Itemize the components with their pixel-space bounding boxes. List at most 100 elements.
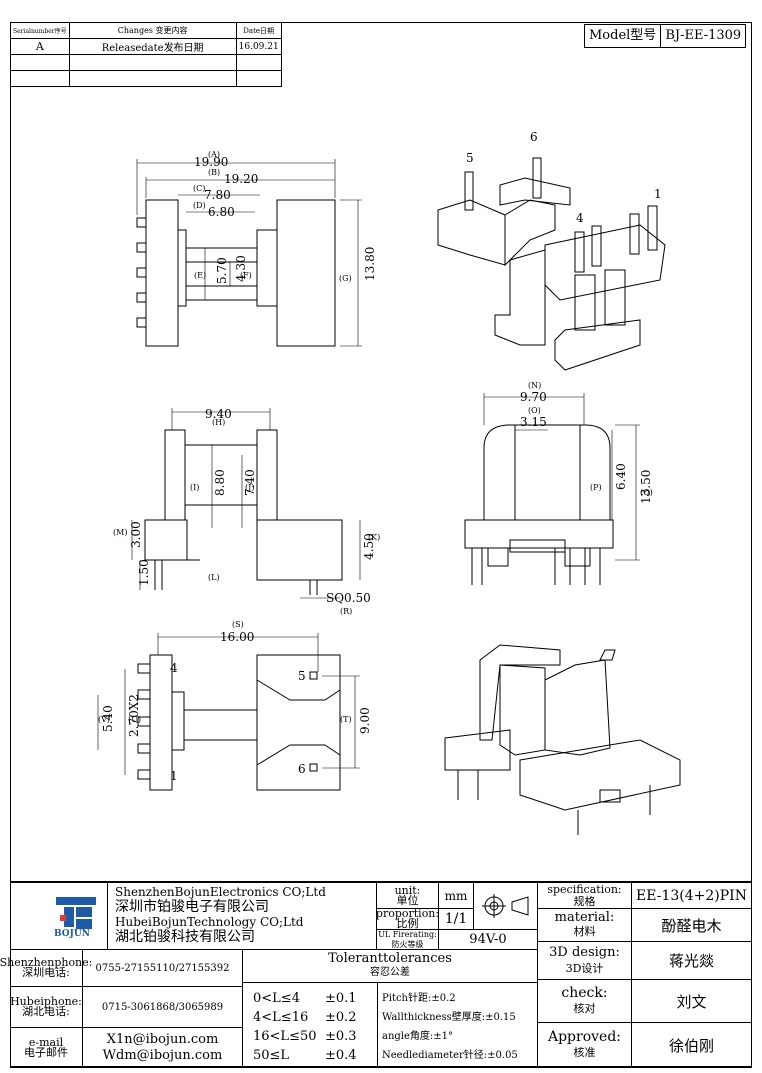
revision-table: Serialnumber序号 Changes 变更内容 Date日期 A Rel… [10, 22, 282, 87]
hb-phone-label-cell: Hubeiphone:湖北电话: [10, 986, 83, 1028]
tol-value: ±0.1 [325, 991, 357, 1006]
bottom-pin-4: 4 [170, 661, 178, 675]
proportion-value: 1/1 [438, 908, 474, 930]
tol-range-list: 0<L≤4 4<L≤16 16<L≤50 50≤L [253, 989, 317, 1065]
dim-u: 2.70X2 [127, 694, 141, 737]
check-label: check: [561, 985, 608, 1001]
tag-v: (V) [98, 715, 110, 724]
top-view: 19.90 (A) 19.20 (B) 7.80 (C) 6.80 (D) 5.… [136, 150, 377, 347]
tag-c: (C) [193, 184, 205, 193]
tol-range: 16<L≤50 [253, 1029, 317, 1044]
dim-m: 3.00 [129, 521, 143, 548]
material-label-cell: material:材料 [537, 908, 632, 942]
tol-range: 50≤L [253, 1048, 290, 1063]
tolerance-notes-cell: Pitch针距:±0.2 Wallthickness壁厚度:±0.15 angl… [377, 982, 538, 1068]
material-label: material: [554, 910, 615, 925]
ul-label-cell: UL Firerating:防火等级 [376, 929, 439, 950]
tag-f: (F) [240, 271, 252, 280]
proportion-cn: 比例 [396, 917, 419, 930]
dim-b: 19.20 [224, 172, 258, 186]
tolerance-ranges-cell: 0<L≤4 4<L≤16 16<L≤50 50≤L ±0.1 ±0.2 ±0.3… [242, 982, 378, 1068]
iso-pin-1: 1 [654, 187, 662, 201]
tol-note: Needlediameter针径:±0.05 [382, 1050, 518, 1061]
company-cn-2: 湖北铂骏科技有限公司 [115, 929, 255, 945]
unit-cn: 单位 [396, 893, 419, 907]
company-en-1: ShenzhenBojunElectronics CO;Ltd [115, 885, 326, 899]
email-cn: 电子邮件 [24, 1045, 68, 1059]
tol-cn: 容忍公差 [370, 967, 410, 978]
tag-e: (E) [194, 271, 206, 280]
tol-notes: Pitch针距:±0.2 Wallthickness壁厚度:±0.15 angl… [382, 989, 518, 1065]
front-view: 9.70 (N) 3.15 (O) 6.40 (P) 13.50 (Q) [464, 381, 653, 585]
dim-r: SQ0.50 [326, 591, 371, 605]
material-value: 酚醛电木 [631, 908, 752, 942]
dim-d: 6.80 [208, 205, 235, 219]
hb-phone: 0715-3061868/3065989 [82, 986, 243, 1028]
table-row: A Releasedate发布日期 16.09.21 [10, 38, 282, 55]
bottom-view: 16.00 (S) 5.40 (V) 2.70X2 (U) 9.00 (T) 4… [97, 620, 372, 791]
model-box: Model型号 BJ-EE-1309 [584, 24, 747, 48]
model-value: BJ-EE-1309 [660, 25, 745, 47]
iso-top-view: 6 5 4 1 [437, 130, 666, 371]
check-value: 刘文 [631, 979, 752, 1023]
company-cell: ShenzhenBojunElectronics CO;Ltd 深圳市铂骏电子有… [107, 882, 377, 950]
tag-q: (Q) [640, 488, 653, 497]
projection-symbol-icon [482, 894, 529, 918]
approved-label: Approved: [547, 1029, 622, 1045]
tag-h: (H) [212, 418, 225, 427]
tol-title: Toleranttolerances [328, 951, 452, 966]
tol-note: Wallthickness壁厚度:±0.15 [382, 1012, 516, 1023]
dim-c: 7.80 [204, 188, 231, 202]
tol-range: 4<L≤16 [253, 1010, 309, 1025]
ul-label: UL Firerating: [378, 929, 437, 939]
spec-label: specification: [547, 882, 622, 896]
dim-f: 4.30 [234, 255, 248, 282]
dim-p: 6.40 [614, 463, 628, 490]
tag-a: (A) [208, 150, 220, 159]
spec-value: EE-13(4+2)PIN [631, 882, 752, 909]
table-row [10, 54, 282, 71]
sz-phone-label: Shenzhenphone: [0, 956, 93, 969]
tag-r: (R) [340, 607, 352, 616]
side-view: 9.40 (H) 8.80 (I) 7.40 (J) 3.00 (M) 1.50… [113, 407, 380, 616]
material-cn: 材料 [573, 925, 596, 938]
tag-d: (D) [193, 201, 206, 210]
bottom-pin-5: 5 [298, 669, 306, 683]
dim-t: 9.00 [358, 707, 372, 734]
tol-note: angle角度:±1° [382, 1031, 454, 1042]
proportion-label-cell: proportion:比例 [376, 908, 439, 930]
bottom-pin-1: 1 [170, 769, 178, 783]
logo-text: BOJUN [54, 929, 90, 939]
tol-value: ±0.3 [325, 1029, 357, 1044]
logo-cell: BOJUN [10, 882, 108, 950]
tag-m: (M) [113, 528, 127, 537]
dim-h: 9.40 [205, 407, 232, 421]
tag-g: (G) [339, 274, 352, 283]
hb-phone-label: Hubeiphone: [10, 995, 82, 1008]
check-label-cell: check:核对 [537, 979, 632, 1023]
company-en-2: HubeiBojunTechnology CO;Ltd [115, 915, 304, 929]
tol-range: 0<L≤4 [253, 991, 300, 1006]
rev-cell [235, 70, 282, 87]
approved-cn: 核准 [573, 1046, 596, 1059]
design-cn: 3D设计 [565, 961, 604, 975]
table-row [10, 70, 282, 87]
tag-s: (S) [232, 620, 244, 629]
drawing-area: 19.90 (A) 19.20 (B) 7.80 (C) 6.80 (D) 5.… [97, 130, 681, 835]
bojun-logo-icon [56, 897, 96, 929]
tol-note: Pitch针距:±0.2 [382, 993, 456, 1004]
unit-label-cell: unit:单位 [376, 882, 439, 909]
tag-u: (U) [128, 715, 141, 724]
check-cn: 核对 [573, 1002, 596, 1015]
company-cn-1: 深圳市铂骏电子有限公司 [115, 899, 269, 915]
email-label: e-mail [28, 1035, 64, 1049]
email-2: Wdm@ibojun.com [102, 1047, 223, 1063]
tol-value-list: ±0.1 ±0.2 ±0.3 ±0.4 [325, 989, 357, 1065]
dim-j: 7.40 [243, 469, 257, 496]
ul-value: 94V-0 [438, 929, 538, 950]
iso-pin-5: 5 [466, 151, 474, 165]
dim-e: 5.70 [215, 257, 229, 284]
tol-value: ±0.4 [325, 1048, 357, 1063]
